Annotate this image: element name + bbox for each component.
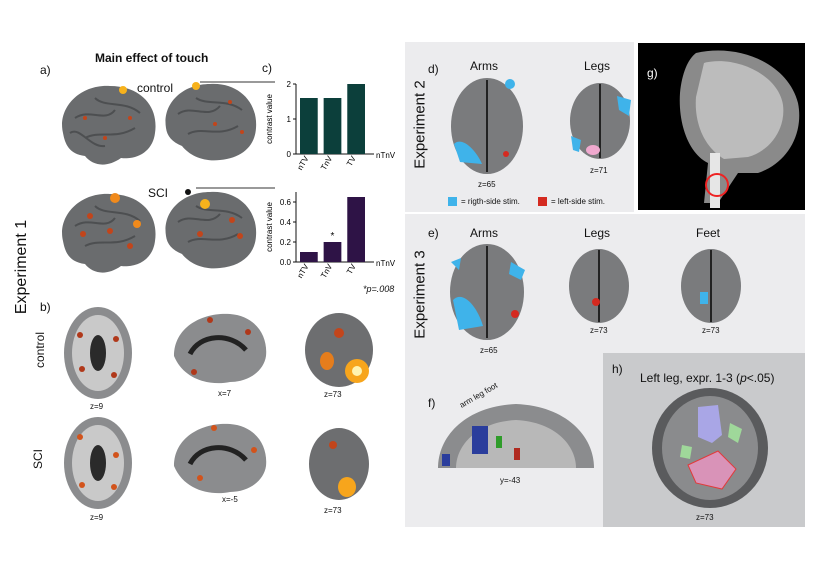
col-legs-exp3: Legs — [584, 226, 611, 240]
slice-arms-exp2 — [451, 78, 523, 174]
experiment2-side-label: Experiment 2 — [411, 80, 429, 169]
brain-render-sci-left — [62, 193, 156, 273]
panel-e-label: e) — [428, 226, 439, 240]
col-feet-exp3: Feet — [696, 226, 721, 240]
experiment3-side-label: Experiment 3 — [411, 250, 429, 339]
y-tick-label: 0.0 — [280, 258, 292, 267]
slice-arms-exp3 — [450, 244, 525, 340]
y-tick-label: 1 — [287, 115, 292, 124]
y-tick-label: 2 — [287, 80, 292, 89]
panel-h-title-prefix: Left leg, expr. 1-3 ( — [640, 371, 741, 385]
brain-render-control-left — [62, 85, 156, 165]
x-tick-label: nTV — [295, 262, 310, 280]
significance-marker: * — [331, 231, 335, 242]
group-label-sci-a: SCI — [148, 186, 169, 200]
slice-feet-exp3 — [681, 249, 741, 323]
slice-sagittal-control — [174, 313, 267, 384]
panel-f-label: f) — [428, 396, 436, 410]
slice-axial-control — [64, 307, 132, 399]
x-axis-label: nTnV — [376, 259, 396, 268]
bar-nTV — [300, 252, 318, 262]
panel-h-title-suffix: <.05) — [746, 371, 775, 385]
y-tick-label: 0.2 — [280, 238, 292, 247]
panel-h-label: h) — [612, 362, 623, 376]
bar-TV — [347, 197, 365, 262]
x-tick-label: TnV — [319, 262, 334, 280]
slice-render-h — [652, 388, 768, 508]
slice-label-f: y=-43 — [500, 476, 521, 485]
y-tick-label: 0 — [287, 150, 292, 159]
slice-label-legs-exp2: z=71 — [590, 166, 608, 175]
slice-label-feet-exp3: z=73 — [702, 326, 720, 335]
panel-h-title-p: p — [740, 371, 747, 385]
chart-contrast-control: 0 1 2 nTV TnV TV contrast value nTnV — [265, 80, 396, 172]
slice-label-arms-exp3: z=65 — [480, 346, 498, 355]
slice-label-sci-1: z=9 — [90, 513, 104, 522]
x-tick-label: TnV — [319, 154, 334, 172]
panel-c-label: c) — [262, 61, 272, 75]
panel-h-title: Left leg, expr. 1-3 (p<.05) — [640, 371, 774, 385]
slice-axial-topdown-sci — [309, 428, 369, 500]
panel-g-label: g) — [647, 66, 658, 80]
legend-left-swatch — [538, 197, 547, 206]
slice-label-control-2: x=7 — [218, 389, 232, 398]
slice-label-control-3: z=73 — [324, 390, 342, 399]
mri-panel — [638, 43, 805, 210]
group-label-control-b: control — [33, 331, 48, 369]
slice-label-arms-exp2: z=65 — [478, 180, 496, 189]
x-tick-label: TV — [345, 262, 358, 276]
slice-label-sci-3: z=73 — [324, 506, 342, 515]
slice-label-h: z=73 — [696, 513, 714, 522]
bar-nTV — [300, 98, 318, 154]
panel-b-label: b) — [40, 300, 51, 314]
slice-label-legs-exp3: z=73 — [590, 326, 608, 335]
y-tick-label: 0.6 — [280, 198, 292, 207]
col-arms-exp3: Arms — [470, 226, 498, 240]
brain-render-control-right — [165, 82, 257, 161]
slice-legs-exp3 — [569, 249, 629, 323]
panel-a-label: a) — [40, 63, 51, 77]
bar-TnV — [323, 98, 342, 154]
slice-coronal-f — [438, 404, 594, 468]
legend-right-text: = rigth-side stim. — [461, 197, 520, 206]
bar-TV — [347, 84, 365, 154]
group-label-sci-b: SCI — [31, 448, 46, 470]
slice-label-control-1: z=9 — [90, 402, 104, 411]
panel-d-label: d) — [428, 62, 439, 76]
slice-sagittal-sci — [174, 423, 267, 494]
col-arms-exp2: Arms — [470, 59, 498, 73]
group-label-control-a: control — [137, 81, 174, 95]
y-tick-label: 0.4 — [280, 218, 292, 227]
legend-left-text: = left-side stim. — [551, 197, 606, 206]
experiment1-title: Main effect of touch — [95, 51, 209, 65]
experiment1-side-label: Experiment 1 — [13, 219, 30, 315]
x-axis-label: nTnV — [376, 151, 396, 160]
mri-sagittal-image — [679, 50, 800, 208]
bar-TnV — [323, 242, 342, 262]
slice-label-sci-2: x=-5 — [222, 495, 238, 504]
legend-right-swatch — [448, 197, 457, 206]
pvalue-note: *p=.008 — [363, 284, 395, 294]
chart-contrast-sci: 0.0 0.2 0.4 0.6 nTV TnV * TV contrast value nTnV — [265, 192, 396, 280]
slice-axial-topdown-control — [305, 313, 373, 387]
y-axis-label: contrast value — [265, 202, 274, 252]
x-tick-label: TV — [345, 154, 358, 168]
slice-legs-exp2 — [570, 83, 631, 159]
x-tick-label: nTV — [295, 154, 310, 172]
col-legs-exp2: Legs — [584, 59, 611, 73]
y-axis-label: contrast value — [265, 94, 274, 144]
brain-render-sci-right — [165, 189, 257, 269]
slice-axial-sci — [64, 417, 132, 509]
connector-lines — [196, 81, 275, 189]
